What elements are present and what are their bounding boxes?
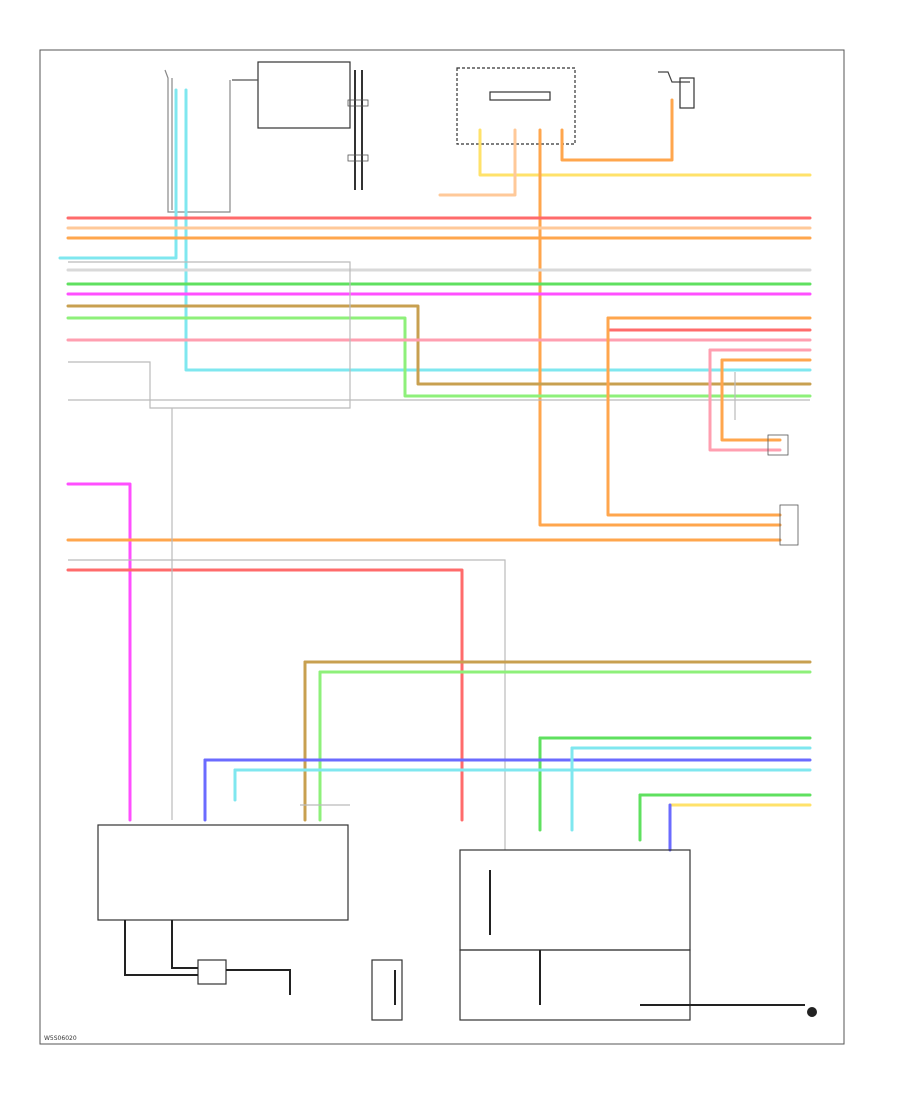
lightorange-wire-top [438,128,517,197]
module-left [97,824,349,921]
cyan-wire-b [184,88,812,372]
orange-wire-top [560,98,674,162]
top-wires [58,88,812,527]
orange-wire-long [538,128,782,527]
yellow-wire-top [478,128,812,177]
modules [97,824,817,1021]
diagram-frame [39,49,845,1045]
black-wires [124,870,805,1006]
figure-id: W5S06020 [44,1035,77,1042]
module-right [459,849,691,951]
horizontal-bus [66,216,812,517]
mid-wires [66,408,799,850]
cyan-wire-a [58,88,178,260]
top-components [164,61,695,213]
lower-wires [203,660,812,852]
